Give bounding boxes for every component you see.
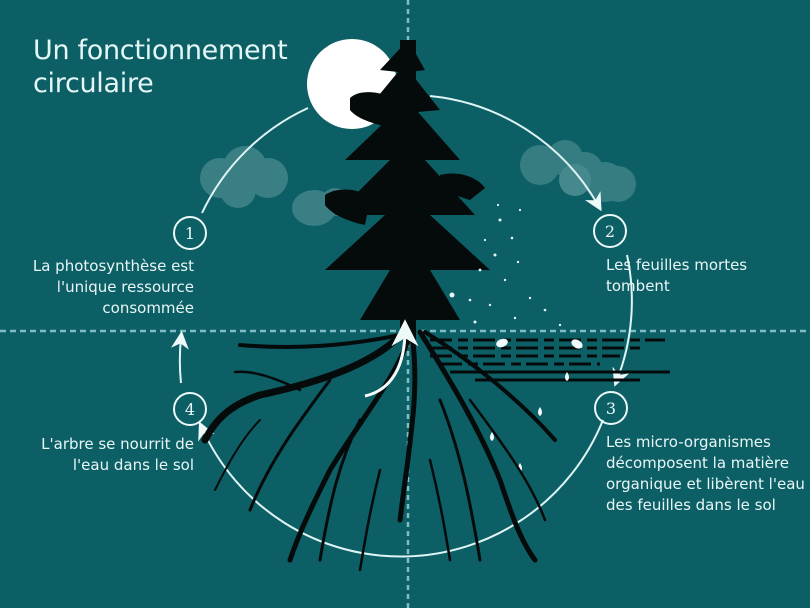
tree-icon	[325, 40, 490, 340]
step-line: organique et libèrent l'eau	[606, 475, 805, 493]
step-2-text: Les feuilles mortes tombent	[606, 255, 747, 297]
step-line: L'arbre se nourrit de	[41, 435, 194, 453]
arrow-icon	[364, 319, 419, 398]
step-line: tombent	[606, 277, 670, 295]
step-line: l'unique ressource	[56, 278, 194, 296]
step-line: Les micro-organismes	[606, 433, 771, 451]
cloud-icon	[200, 146, 349, 226]
step-line: l'eau dans le sol	[72, 456, 194, 474]
step-3-text: Les micro-organismes décomposent la mati…	[606, 432, 805, 516]
step-number: 2	[604, 221, 616, 241]
step-line: La photosynthèse est	[32, 257, 194, 275]
step-line: des feuilles dans le sol	[606, 496, 776, 514]
step-number: 1	[184, 223, 196, 243]
step-4-badge: 4	[173, 392, 207, 426]
step-number: 4	[184, 399, 196, 419]
step-4-text: L'arbre se nourrit de l'eau dans le sol	[41, 434, 194, 476]
title-line-2: circulaire	[33, 68, 154, 99]
step-3-badge: 3	[594, 391, 628, 425]
falling-leaves	[449, 203, 562, 327]
cloud-icon	[520, 140, 636, 202]
step-1-text: La photosynthèse est l'unique ressource …	[33, 256, 194, 319]
step-line: consommée	[102, 299, 194, 317]
cycle-arrows	[170, 95, 633, 558]
leaf-icon	[496, 338, 583, 349]
step-number: 3	[605, 398, 617, 418]
step-line: Les feuilles mortes	[606, 256, 748, 274]
roots-icon	[201, 326, 557, 572]
title-line-1: Un fonctionnement	[33, 35, 288, 66]
step-2-badge: 2	[593, 214, 627, 248]
step-1-badge: 1	[173, 216, 207, 250]
page-title: Un fonctionnement circulaire	[33, 34, 288, 100]
step-line: décomposent la matière	[606, 454, 789, 472]
